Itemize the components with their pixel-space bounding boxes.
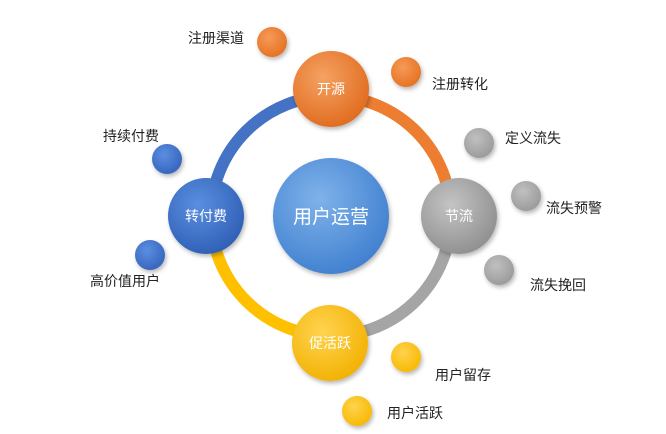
satellite-right-1: 定义流失: [464, 128, 561, 158]
satellite-bottom-2: 用户活跃: [342, 396, 443, 426]
center-node: 用户运营: [273, 158, 389, 274]
node-right: 节流: [421, 178, 497, 254]
satellite-top-1-label: 注册渠道: [188, 31, 244, 47]
node-right-label: 节流: [445, 209, 473, 225]
node-top-label: 开源: [317, 82, 345, 98]
satellite-left-2: 高价值用户: [90, 240, 165, 290]
node-top: 开源: [293, 51, 369, 127]
satellite-right-1-label: 定义流失: [505, 131, 561, 147]
satellite-top-2-label: 注册转化: [432, 77, 488, 93]
satellite-left-2-label: 高价值用户: [90, 273, 160, 290]
satellite-top-1: 注册渠道: [188, 27, 287, 57]
satellite-right-2-label: 流失预警: [546, 201, 602, 217]
satellite-right-3-label: 流失挽回: [530, 278, 586, 294]
satellite-bottom-1: 用户留存: [391, 342, 491, 384]
satellite-bottom-2-label: 用户活跃: [387, 405, 443, 422]
center-node-label: 用户运营: [293, 206, 369, 228]
node-left-label: 转付费: [185, 209, 227, 225]
satellite-left-1: 持续付费: [103, 128, 182, 174]
satellite-left-1-label: 持续付费: [103, 128, 159, 145]
satellite-right-3: 流失挽回: [484, 255, 586, 294]
satellite-right-2: 流失预警: [511, 181, 602, 217]
node-left: 转付费: [168, 178, 244, 254]
node-bottom: 促活跃: [292, 305, 368, 381]
satellite-bottom-1-label: 用户留存: [435, 367, 491, 384]
node-bottom-label: 促活跃: [309, 336, 351, 352]
satellite-top-2: 注册转化: [391, 57, 488, 93]
